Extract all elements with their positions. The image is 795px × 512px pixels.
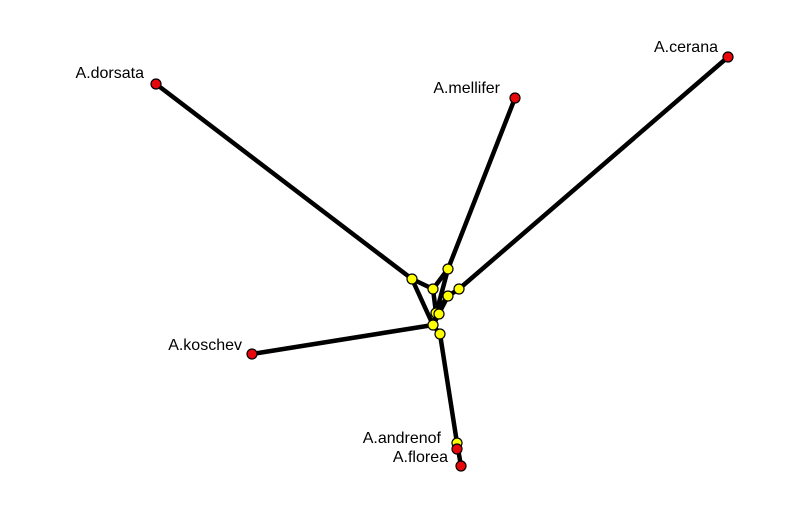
edge-dorsata-n1 [153, 81, 415, 282]
taxon-node-dorsata [150, 78, 162, 90]
taxon-label-cerana: A.cerana [654, 39, 718, 56]
internal-node-n3 [442, 263, 454, 275]
internal-node-n9 [434, 328, 446, 340]
internal-node-n6 [442, 290, 454, 302]
taxon-label-florea: A.florea [393, 449, 448, 466]
edge-cerana-n4 [456, 54, 731, 292]
taxon-label-andrenof: A.andrenof [363, 430, 442, 447]
edge-n1-n8 [409, 276, 436, 328]
internal-node-n8 [427, 319, 439, 331]
taxon-label-dorsata: A.dorsata [76, 65, 145, 82]
taxon-node-cerana [722, 51, 734, 63]
taxon-label-mellifer: A.mellifer [433, 80, 500, 97]
internal-node-n2 [427, 283, 439, 295]
taxon-node-florea [455, 460, 467, 472]
nodes-layer [150, 51, 734, 472]
edge-koschev-n8 [249, 322, 436, 357]
taxon-label-koschev: A.koschev [168, 337, 242, 354]
internal-node-n4 [453, 283, 465, 295]
edge-mellifer-n3 [445, 95, 518, 272]
internal-node-n7 [433, 308, 445, 320]
internal-node-n1 [406, 273, 418, 285]
taxon-node-koschev [246, 348, 258, 360]
taxon-node-andrenof [451, 443, 463, 455]
taxon-node-mellifer [509, 92, 521, 104]
edge-n9-n10 [437, 331, 460, 446]
